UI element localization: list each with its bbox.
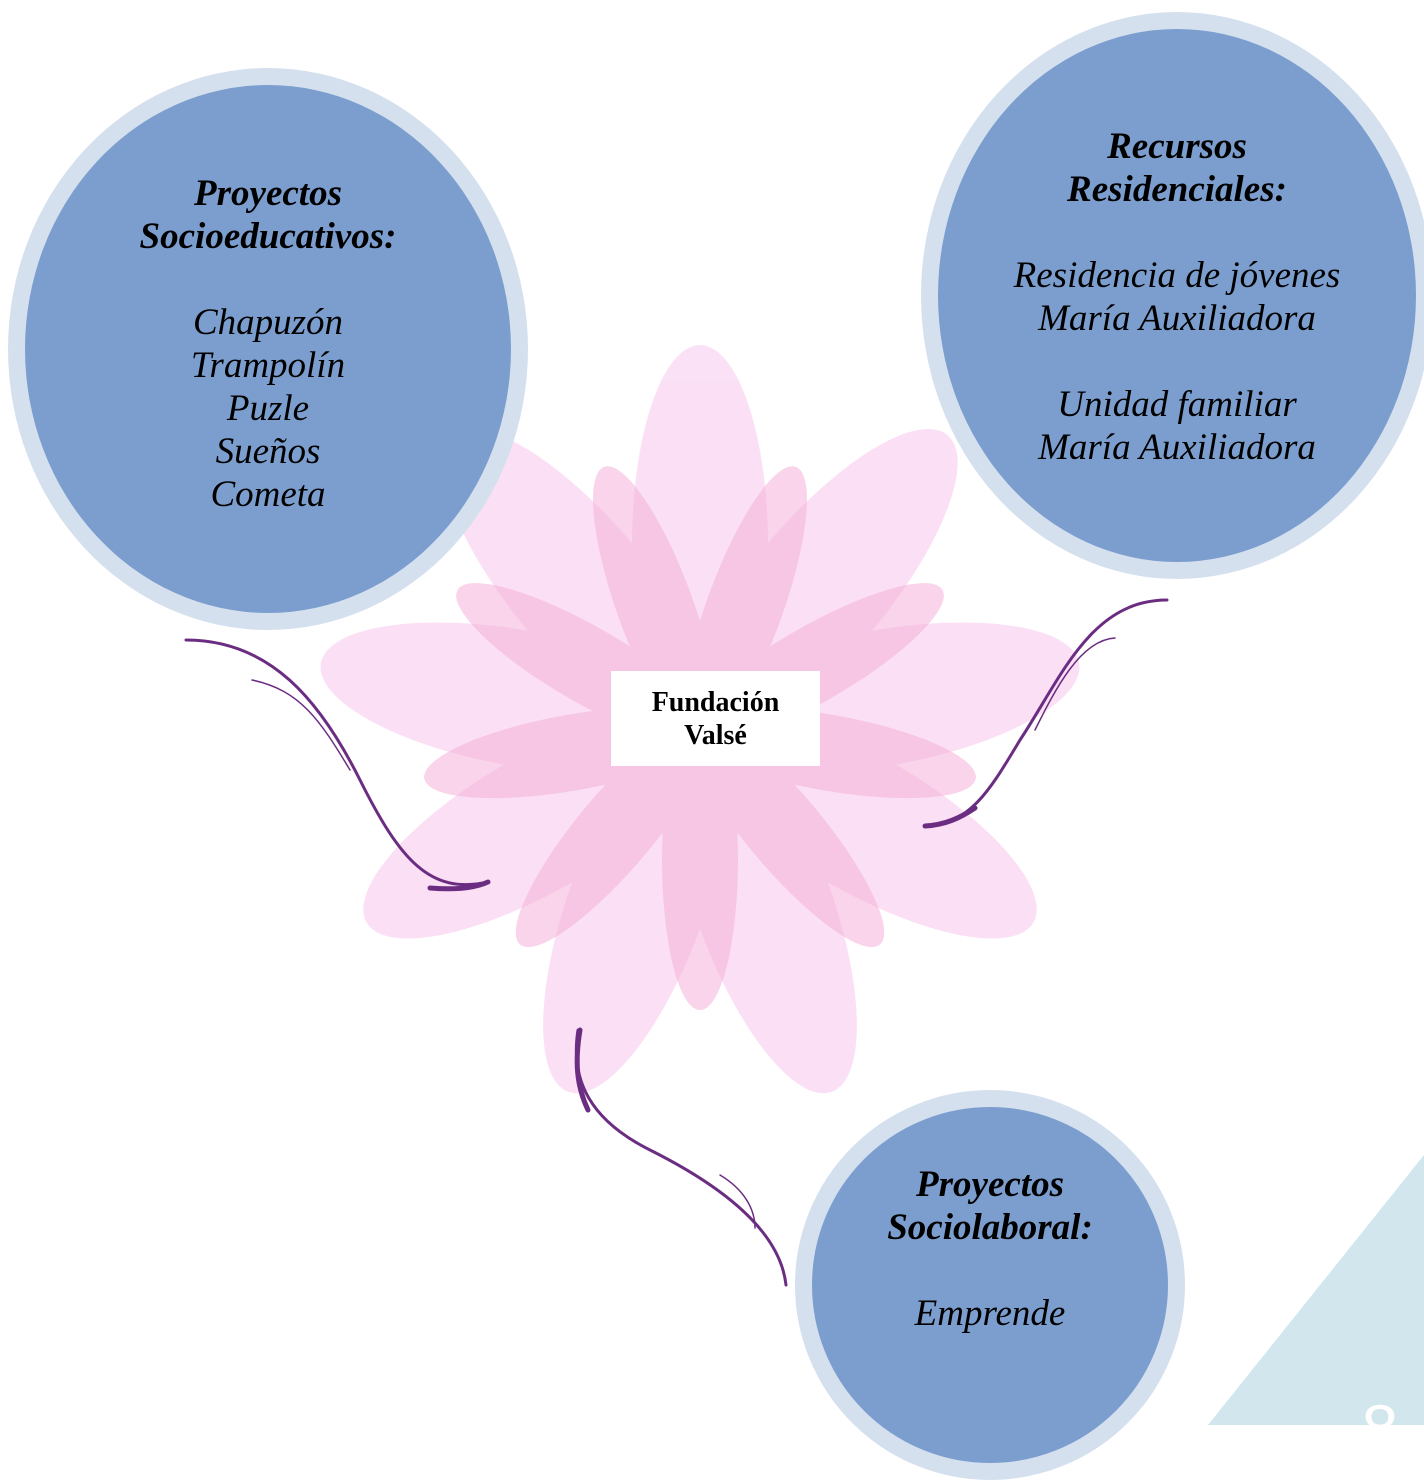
connector-left	[184, 638, 490, 887]
connector-lines	[184, 598, 1169, 1287]
center-label: Fundación Valsé	[611, 671, 820, 766]
center-label-line1: Fundación	[651, 686, 780, 718]
bubble-right-text: Recursos Residenciales: Residencia de jó…	[938, 125, 1416, 469]
bubble-residenciales: Recursos Residenciales: Residencia de jó…	[921, 12, 1424, 579]
bubble-left-heading-1: Proyectos	[194, 173, 342, 214]
bubble-bottom-text: Proyectos Sociolaboral: Emprende	[792, 1163, 1188, 1335]
project-item: Chapuzón	[192, 302, 344, 343]
resource-item: Residencia de jóvenes	[1013, 255, 1341, 296]
resource-item: María Auxiliadora	[1038, 298, 1316, 339]
project-item: Cometa	[210, 474, 326, 515]
page-corner-triangle	[1208, 1155, 1424, 1425]
page-number: 8	[1361, 1391, 1399, 1465]
bubble-left-heading-2: Socioeducativos:	[139, 216, 397, 257]
project-item: Sueños	[215, 431, 321, 472]
center-label-line2: Valsé	[684, 719, 747, 751]
bubble-bottom-heading-2: Sociolaboral:	[887, 1207, 1093, 1248]
bubble-right-heading-1: Recursos	[1107, 126, 1247, 167]
bubble-left-text: Proyectos Socioeducativos: Chapuzón Tram…	[25, 172, 511, 516]
bubble-bottom-heading-1: Proyectos	[916, 1164, 1064, 1205]
project-item: Emprende	[914, 1293, 1066, 1334]
project-item: Puzle	[226, 388, 310, 429]
resource-item: María Auxiliadora	[1038, 427, 1316, 468]
bubble-sociolaboral: Proyectos Sociolaboral: Emprende	[795, 1090, 1185, 1480]
resource-item: Unidad familiar	[1057, 384, 1297, 425]
bubble-right-heading-2: Residenciales:	[1067, 169, 1287, 210]
bubble-socioeducativos: Proyectos Socioeducativos: Chapuzón Tram…	[8, 68, 528, 630]
project-item: Trampolín	[190, 345, 346, 386]
